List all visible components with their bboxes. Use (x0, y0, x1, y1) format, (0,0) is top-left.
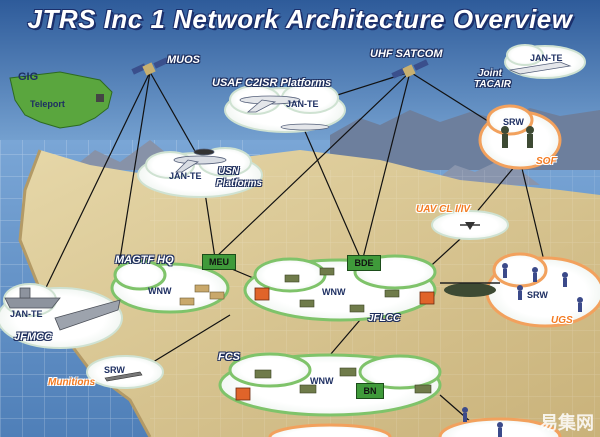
link-muos-jfmcc (39, 71, 151, 301)
jfmcc-label: JFMCC (14, 331, 52, 343)
magtf-wnw-label: WNW (148, 286, 172, 296)
vehicle-group-fcs (254, 367, 432, 394)
link-usaf-bde (299, 119, 363, 263)
gig-label: GIG (18, 71, 39, 83)
muos-satellite-icon (131, 57, 169, 76)
vehicle-group-jflcc (284, 267, 400, 313)
carrier-icon (54, 299, 121, 331)
uhf-satellite-icon (391, 59, 429, 79)
ship-icon (4, 287, 61, 309)
cloud-munitions (86, 355, 164, 389)
munitions-label: Munitions (48, 377, 96, 388)
watermark-text: 易集网 (540, 413, 594, 434)
link-sof-uav (469, 159, 521, 221)
tacair-label: TACAIR (474, 79, 512, 90)
ugs-srw-label: SRW (527, 290, 548, 300)
orange-markers (235, 287, 435, 401)
vehicle-group-magtf (179, 284, 225, 306)
bde-node: BDE (347, 255, 381, 271)
usn-label: USN (218, 166, 240, 177)
uhf-satcom-label: UHF SATCOM (370, 48, 443, 60)
us-map (9, 71, 113, 129)
helicopter-icon (440, 282, 500, 297)
cloud-usaf (224, 82, 346, 133)
tacair-jan-te-label: JAN-TE (530, 53, 563, 63)
teleport-icon (96, 94, 104, 102)
soldier-figures (462, 263, 583, 437)
usn-platforms-label: Platforms (216, 178, 263, 189)
sof-label: SOF (536, 156, 557, 167)
jflcc-label: JFLCC (368, 313, 401, 324)
cloud-sof (478, 104, 562, 170)
joint-label: Joint (478, 68, 502, 79)
tacair-jet-icon (508, 61, 572, 75)
muos-label: MUOS (167, 54, 200, 66)
usaf-label: USAF C2ISR Platforms (212, 77, 332, 89)
magtf-hq-label: MAGTF HQ (115, 254, 174, 266)
munitions-icon (104, 371, 143, 382)
munitions-srw-label: SRW (104, 365, 125, 375)
link-muos-magtf (114, 71, 151, 291)
fcs-wnw-label: WNW (310, 376, 334, 386)
teleport-label: Teleport (30, 99, 65, 109)
uav-label: UAV CL I/IV (416, 204, 471, 215)
awacs-aircraft-icon (173, 148, 227, 173)
link-munitions-magtf (139, 314, 231, 371)
bn-node: BN (356, 383, 384, 399)
jflcc-wnw-label: WNW (322, 287, 346, 297)
link-muos-usn (149, 71, 201, 161)
link-uhf-bde (361, 71, 411, 263)
usn-jan-te-label: JAN-TE (169, 171, 202, 181)
usaf-jan-te-label: JAN-TE (286, 99, 319, 109)
meu-node: MEU (202, 254, 236, 270)
sof-soldiers-icon (501, 126, 534, 148)
ugs-label: UGS (551, 315, 573, 326)
cloud-bottom-left (268, 423, 392, 437)
page-title: JTRS Inc 1 Network Architecture Overview (27, 4, 573, 34)
c2isr-aircraft-icon (239, 95, 301, 113)
fcs-label: FCS (218, 351, 240, 363)
link-jflcc-fcs (329, 319, 361, 356)
cloud-magtf (110, 259, 230, 314)
jfmcc-jan-te-label: JAN-TE (10, 309, 43, 319)
uav-icon (460, 222, 480, 230)
link-sof-ugs (519, 159, 546, 266)
link-uhf-meu (214, 71, 411, 259)
sof-srw-label: SRW (503, 117, 524, 127)
c2isr-aircraft-2-icon (280, 123, 330, 131)
